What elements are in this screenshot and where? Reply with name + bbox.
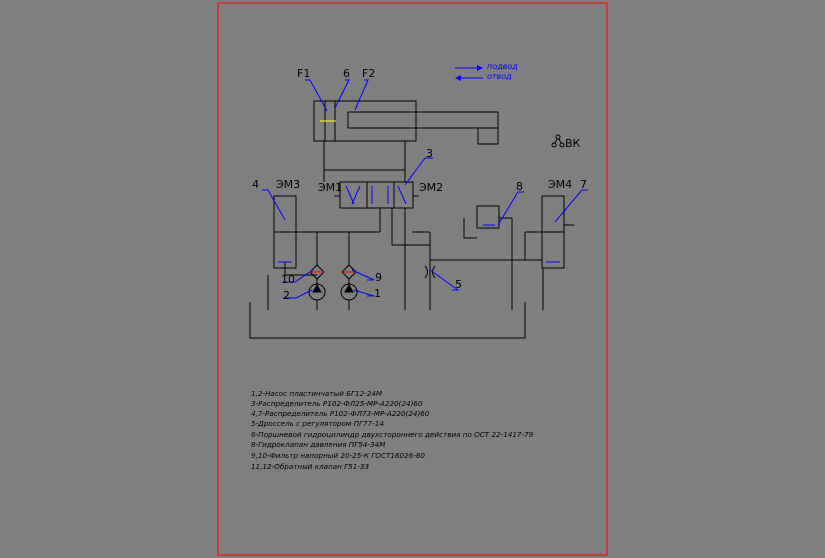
legend-drain: отвод [487,72,512,81]
pump-2 [308,283,326,301]
distributor-7-arrows [546,189,588,263]
filter-10 [309,264,325,280]
distributor-7 [541,195,574,269]
cylinder-leaders [305,79,369,112]
pump-1 [340,283,358,301]
legend-supply: подвод [487,62,518,71]
label-1: 1 [374,287,381,300]
label-3: 3 [426,147,433,160]
filter-9 [341,264,357,280]
component-legend: 1,2-Насос пластинчатый БГ12-24М 3-Распре… [251,389,534,471]
label-7: 7 [580,178,587,191]
bottom-leaders [283,269,460,299]
label-10: 10 [281,273,295,286]
throttle-5 [424,260,436,310]
distributor-4-arrows [262,189,292,263]
legend-line: 9,10-Фильтр напорный 20-25-К ГОСТ16026-8… [251,451,425,460]
legend-line: 1,2-Насос пластинчатый БГ12-24М [251,389,383,398]
legend-line: 8-Гидроклапан давления ПГ54-34М [251,440,386,449]
legend-line: 11,12-Обратный клапан Г51-33 [251,462,369,471]
label-F1: F1 [297,67,310,80]
vk-symbol [551,134,565,148]
label-EM2: ЭМ2 [419,181,443,194]
label-2: 2 [283,289,290,302]
label-EM1: ЭМ1 [318,181,342,194]
legend-line: 6-Поршневой гидроцилиндр двухстороннего … [251,430,534,439]
label-VK: ВК [565,137,581,150]
legend-line: 4,7-Распределитель Р102-ФЛ73-МР-А220(24)… [251,409,430,418]
legend-line: 3-Распределитель Р102-ФЛ25-МР-А220(24)60 [251,399,423,408]
label-8: 8 [516,180,523,193]
label-9: 9 [375,271,382,284]
legend-line: 5-Дроссель с регулятором ПГ77-14 [251,419,384,428]
label-4: 4 [252,178,259,191]
label-F2: F2 [362,67,375,80]
arrow-legend: подвод отвод [455,62,518,81]
cylinder-6 [313,100,499,170]
piping [249,231,544,339]
label-5: 5 [455,278,462,291]
pressure-valve-8 [463,205,513,260]
label-6: 6 [343,67,350,80]
drawing-frame [217,2,608,556]
label-EM4: ЭМ4 [548,178,572,191]
distributor-3-arrows [345,157,433,205]
distributor-3 [323,169,430,310]
pressure-valve-8-arrows [483,191,524,226]
label-EM3: ЭМ3 [276,178,300,191]
